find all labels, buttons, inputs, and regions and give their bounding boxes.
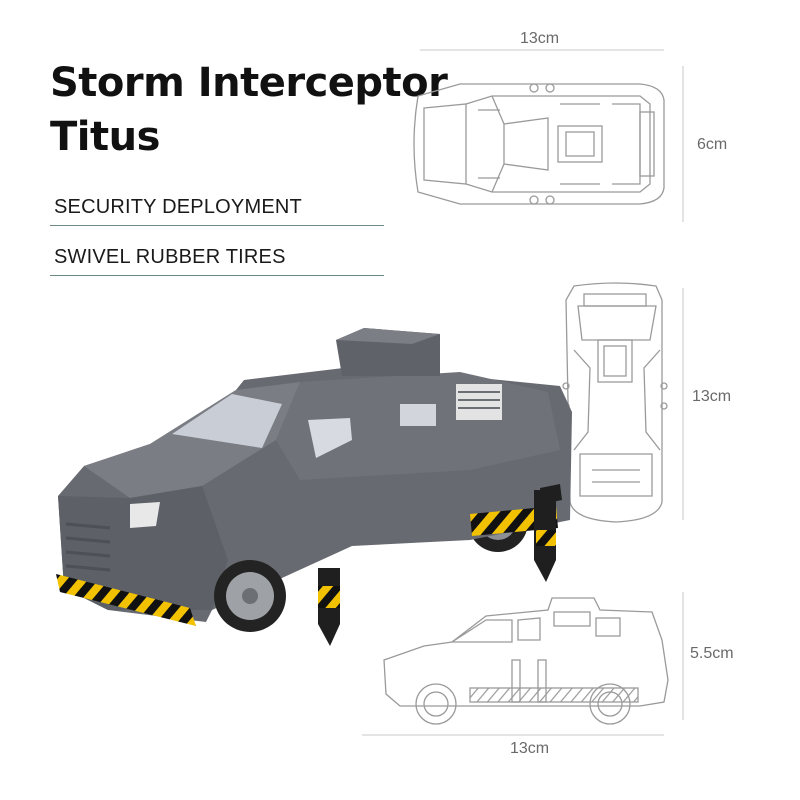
dimension-lines bbox=[362, 49, 684, 736]
feature-divider bbox=[50, 275, 384, 276]
top-view-width-label: 13cm bbox=[520, 30, 560, 47]
feature-swivel-tires: SWIVEL RUBBER TIRES bbox=[54, 246, 286, 268]
front-view-height-label: 13cm bbox=[692, 388, 732, 405]
top-view-drawing bbox=[413, 83, 665, 205]
side-view-width-label: 13cm bbox=[510, 740, 550, 757]
feature-divider bbox=[50, 225, 384, 226]
feature-security-deployment: SECURITY DEPLOYMENT bbox=[54, 196, 302, 218]
top-view-height-label: 6cm bbox=[697, 136, 728, 153]
vehicle-model-image bbox=[56, 328, 572, 646]
product-title-line1: Storm Interceptor bbox=[50, 60, 448, 106]
front-view-drawing bbox=[562, 282, 668, 523]
product-title-line2: Titus bbox=[50, 114, 160, 160]
side-view-height-label: 5.5cm bbox=[690, 645, 734, 662]
side-view-drawing bbox=[383, 597, 669, 725]
product-title: Storm Interceptor Titus bbox=[50, 56, 448, 164]
